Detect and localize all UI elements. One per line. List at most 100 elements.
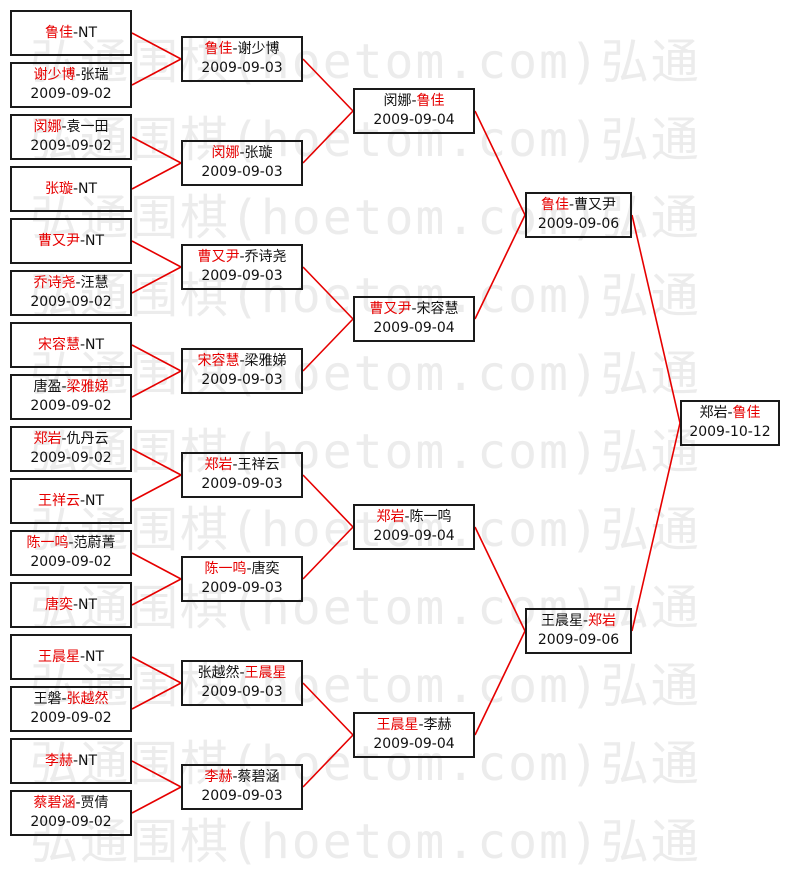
separator: -	[79, 648, 86, 665]
separator: -	[568, 197, 575, 213]
match-date: 2009-09-02	[30, 554, 112, 570]
player-name: 李赫	[423, 717, 452, 733]
connector-line	[131, 552, 182, 580]
separator: -	[72, 180, 79, 197]
separator: -	[411, 93, 417, 109]
connector-line	[131, 578, 182, 606]
player-name: 宋容慧	[197, 353, 240, 369]
player-name: 张璇	[44, 180, 73, 197]
connector-line	[131, 136, 182, 164]
match-date: 2009-09-02	[30, 86, 112, 102]
connector-line	[131, 474, 182, 502]
player-name: 王磐	[33, 691, 62, 707]
player-name: NT	[78, 752, 98, 769]
player-name: 梁雅娣	[244, 353, 287, 369]
player-name: 贾倩	[80, 795, 109, 811]
match-box-round1: 王祥云-NT	[10, 478, 132, 524]
separator: -	[72, 752, 79, 769]
match-date: 2009-09-02	[30, 710, 112, 726]
separator: -	[61, 379, 67, 395]
player-name: 闵娜	[33, 119, 62, 135]
player-name: 蔡碧涵	[237, 769, 280, 785]
player-name: 蔡碧涵	[33, 795, 76, 811]
separator: -	[75, 275, 81, 291]
match-box-round1: 蔡碧涵-贾倩 2009-09-02	[10, 790, 132, 836]
match-date: 2009-09-02	[30, 294, 112, 310]
player-name: 汪慧	[80, 275, 109, 291]
separator: -	[727, 405, 733, 421]
connector-line	[131, 760, 182, 788]
player-name: 郑岩	[588, 613, 617, 629]
player-name: 王晨星	[540, 613, 583, 629]
connector-line	[631, 214, 681, 424]
separator: -	[239, 145, 245, 161]
player-name: 梁雅娣	[66, 379, 109, 395]
player-name: 张瑞	[80, 67, 109, 83]
match-date: 2009-09-02	[30, 138, 112, 154]
match-box-round1: 王磐-张越然 2009-09-02	[10, 686, 132, 732]
separator: -	[79, 232, 86, 249]
match-date: 2009-09-06	[537, 632, 620, 648]
match-box-round1: 王晨星-NT	[10, 634, 132, 680]
player-name: NT	[85, 648, 105, 665]
player-name: 王晨星	[376, 717, 419, 733]
separator: -	[72, 596, 79, 613]
connector-line	[302, 474, 354, 528]
player-name: 谢少博	[237, 41, 280, 57]
separator: -	[75, 67, 81, 83]
connector-line	[131, 58, 182, 86]
connector-line	[131, 656, 182, 684]
connector-line	[302, 266, 354, 320]
connector-line	[302, 682, 354, 736]
match-date: 2009-09-03	[201, 684, 283, 700]
separator: -	[72, 24, 79, 41]
separator: -	[246, 561, 252, 577]
separator: -	[239, 353, 245, 369]
player-name: 范蔚菁	[73, 535, 116, 551]
player-name: 鲁佳	[416, 93, 445, 109]
player-name: 乔诗尧	[33, 275, 76, 291]
separator: -	[75, 795, 81, 811]
connector-line	[131, 786, 182, 814]
separator: -	[61, 691, 67, 707]
player-name: 郑岩	[33, 431, 62, 447]
connector-line	[302, 58, 354, 112]
connector-line	[131, 240, 182, 268]
connector-line	[131, 32, 182, 60]
match-date: 2009-09-04	[373, 320, 455, 336]
match-box-round1: 唐奕-NT	[10, 582, 132, 628]
player-name: 陈一鸣	[26, 535, 69, 551]
separator: -	[79, 492, 86, 509]
player-name: 郑岩	[376, 509, 405, 525]
player-name: 鲁佳	[44, 24, 73, 41]
separator: -	[418, 717, 424, 733]
connector-line	[474, 110, 526, 216]
separator: -	[79, 336, 86, 353]
connector-line	[474, 526, 526, 632]
connector-line	[131, 266, 182, 294]
connector-line	[474, 630, 526, 736]
player-name: 李赫	[44, 752, 73, 769]
separator: -	[232, 457, 238, 473]
player-name: 曹又尹	[197, 249, 240, 265]
match-box-round1: 鲁佳-NT	[10, 10, 132, 56]
player-name: 王祥云	[237, 457, 280, 473]
match-date: 2009-09-03	[201, 164, 283, 180]
match-box-round1: 李赫-NT	[10, 738, 132, 784]
player-name: NT	[85, 232, 105, 249]
player-name: NT	[85, 492, 105, 509]
match-date: 2009-09-02	[30, 814, 112, 830]
player-name: 张越然	[66, 691, 109, 707]
player-name: 王祥云	[37, 492, 80, 509]
match-date: 2009-09-03	[201, 788, 283, 804]
